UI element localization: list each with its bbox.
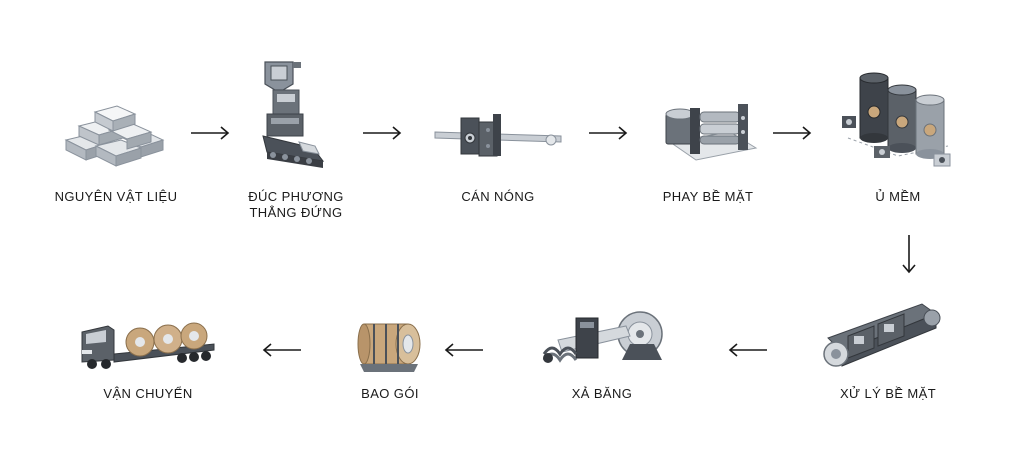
surface-treatment-line-icon xyxy=(823,303,941,367)
truck-icon xyxy=(81,322,215,369)
step-label: BAO GÓI xyxy=(361,386,419,401)
arrow-left-icon xyxy=(444,343,484,357)
step-label: VẬN CHUYỂN xyxy=(103,386,193,401)
milling-machine-icon xyxy=(665,104,758,161)
hot-rolling-mill-icon xyxy=(434,114,562,157)
step-label: Ủ MỀM xyxy=(875,189,921,204)
step-label-line2: THẲNG ĐỨNG xyxy=(249,205,343,220)
arrow-down-icon xyxy=(902,234,916,274)
step-label: XỬ LÝ BỀ MẶT xyxy=(839,386,937,401)
step-surface-treatment: XỬ LÝ BỀ MẶT xyxy=(798,0,978,410)
arrow-right-icon xyxy=(772,126,812,140)
step-vertical-casting: ĐÚC PHƯƠNG THẲNG ĐỨNG xyxy=(206,0,386,220)
slitting-machine-icon xyxy=(542,311,663,363)
step-hot-rolling: CÁN NÓNG xyxy=(408,0,588,215)
arrow-right-icon xyxy=(190,126,230,140)
step-slitting: XẢ BĂNG xyxy=(512,0,692,410)
arrow-right-icon xyxy=(588,126,628,140)
step-raw-material: NGUYÊN VẬT LIỆU xyxy=(26,0,206,215)
step-label: NGUYÊN VẬT LIỆU xyxy=(54,189,178,204)
step-packaging: BAO GÓI xyxy=(300,0,480,410)
step-label: XẢ BĂNG xyxy=(571,386,633,401)
step-label: CÁN NÓNG xyxy=(461,189,535,204)
aluminum-ingots-icon xyxy=(64,105,165,167)
annealing-furnace-icon xyxy=(842,72,951,167)
step-label-line1: ĐÚC PHƯƠNG xyxy=(248,189,344,204)
vertical-casting-machine-icon xyxy=(262,61,325,168)
arrow-left-icon xyxy=(728,343,768,357)
step-surface-milling: PHAY BỀ MẶT xyxy=(618,0,798,215)
step-label: PHAY BỀ MẶT xyxy=(662,189,754,204)
step-transport: VẬN CHUYỂN xyxy=(58,0,238,410)
step-annealing: Ủ MỀM xyxy=(808,0,988,215)
arrow-left-icon xyxy=(262,343,302,357)
wrapped-coil-icon xyxy=(357,323,421,372)
arrow-right-icon xyxy=(362,126,402,140)
